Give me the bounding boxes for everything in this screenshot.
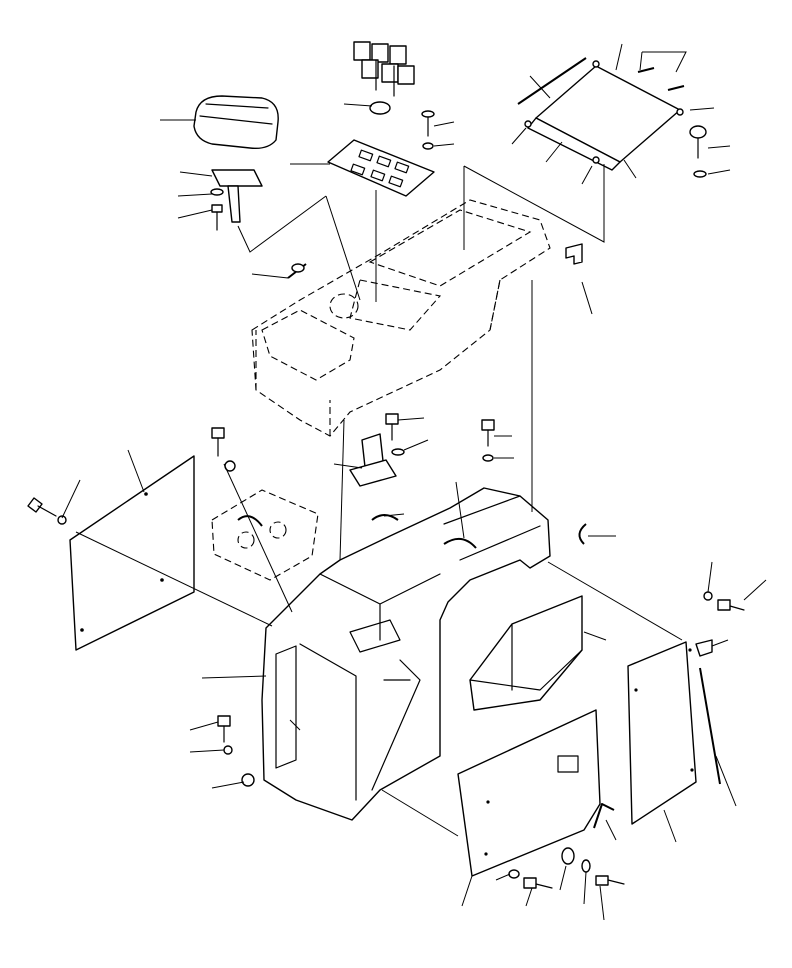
side-panel-right bbox=[627, 641, 697, 825]
lid-cover bbox=[517, 57, 685, 171]
console-box-dashed bbox=[251, 199, 551, 437]
lock-key-pin bbox=[287, 263, 307, 279]
main-frame bbox=[261, 487, 551, 821]
bolt-mid-right bbox=[481, 419, 495, 462]
bolt-mid-left bbox=[211, 427, 236, 472]
bolt-right-upper bbox=[703, 591, 745, 611]
bolt-far-left bbox=[27, 497, 67, 525]
armrest-bracket bbox=[211, 169, 263, 223]
switch-cluster bbox=[353, 41, 415, 97]
switch-grommet bbox=[369, 101, 391, 115]
bolt-bottom-center bbox=[508, 869, 553, 889]
switch-plate bbox=[327, 139, 435, 197]
side-panel-left bbox=[69, 455, 195, 651]
leader-lines bbox=[61, 43, 767, 921]
bolt-lower-left bbox=[217, 715, 255, 787]
lid-knob bbox=[689, 125, 707, 178]
bolt-bottom-right bbox=[561, 847, 625, 886]
front-cover-panel bbox=[457, 709, 601, 877]
armrest-cushion bbox=[193, 95, 279, 150]
hose-clamp-bottom bbox=[593, 803, 615, 829]
seal-strip bbox=[699, 667, 721, 785]
bolt-mid-center bbox=[385, 413, 405, 456]
screw-top-center bbox=[421, 110, 435, 150]
valve-block-dashed bbox=[211, 489, 319, 581]
grommet-right bbox=[578, 523, 587, 545]
bolt-top-left bbox=[210, 188, 224, 231]
clip-right bbox=[695, 639, 713, 657]
small-clip bbox=[565, 243, 583, 265]
support-post bbox=[349, 433, 397, 487]
foam-pad bbox=[469, 595, 583, 711]
